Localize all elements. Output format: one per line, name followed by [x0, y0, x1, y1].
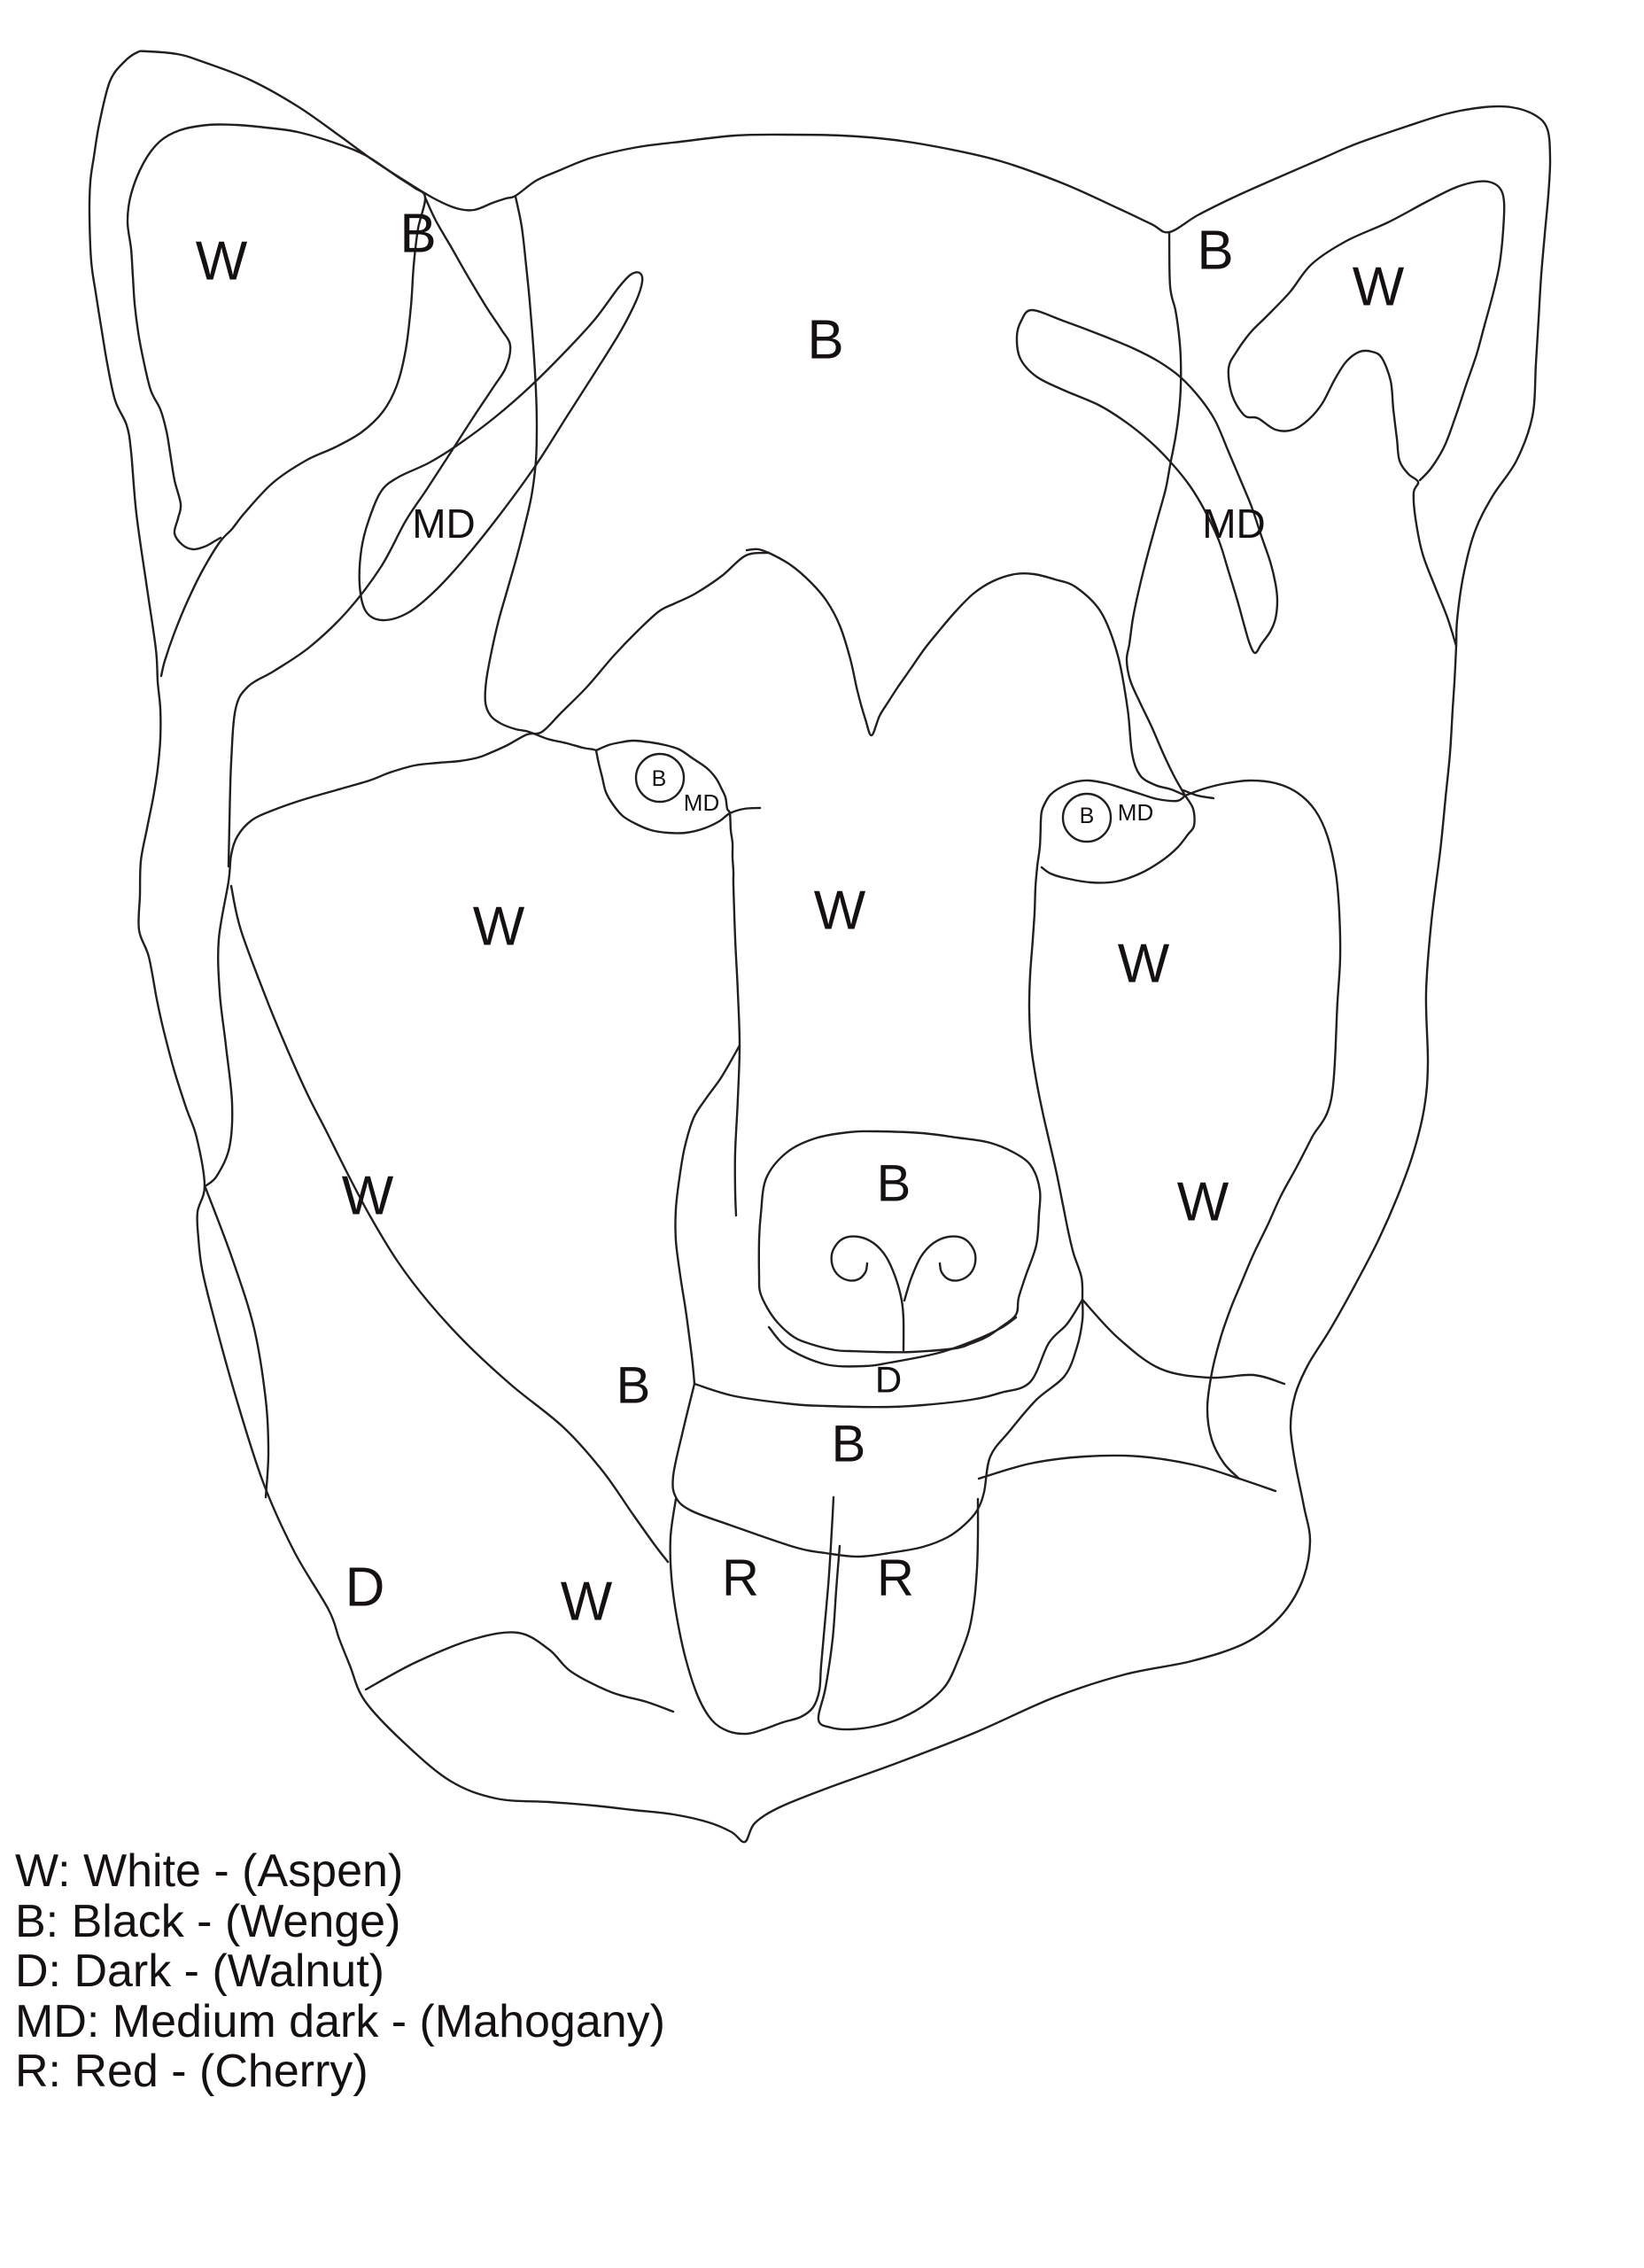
svg-text:W: W — [196, 231, 248, 292]
svg-text:MD: MD — [1202, 501, 1266, 547]
svg-text:MD: Medium dark - (Mahogany): MD: Medium dark - (Mahogany) — [15, 1996, 665, 2047]
svg-text:R: R — [722, 1550, 759, 1607]
svg-text:D: D — [345, 1557, 385, 1619]
svg-text:W: W — [1353, 257, 1405, 318]
svg-text:B: B — [616, 1357, 651, 1415]
svg-text:W: W — [473, 897, 525, 958]
svg-text:D: Dark - (Walnut): D: Dark - (Walnut) — [15, 1946, 384, 1997]
svg-text:B: B — [832, 1416, 866, 1473]
svg-text:B: B — [877, 1155, 911, 1213]
svg-text:B: B — [652, 766, 667, 791]
svg-text:W: W — [814, 881, 866, 942]
svg-text:R: Red - (Cherry): R: Red - (Cherry) — [15, 2046, 368, 2097]
svg-text:B: Black - (Wenge): B: Black - (Wenge) — [15, 1896, 400, 1947]
svg-text:MD: MD — [684, 789, 719, 816]
svg-text:W: W — [1177, 1172, 1229, 1233]
svg-text:W: W — [1118, 934, 1170, 995]
svg-text:MD: MD — [412, 501, 476, 547]
svg-text:B: B — [807, 310, 843, 371]
svg-text:D: D — [875, 1359, 902, 1401]
svg-text:W: W — [561, 1572, 613, 1633]
svg-text:B: B — [1197, 221, 1233, 282]
svg-text:B: B — [1080, 804, 1095, 828]
svg-text:B: B — [399, 204, 436, 265]
svg-text:W: White - (Aspen): W: White - (Aspen) — [15, 1845, 403, 1897]
svg-text:W: W — [342, 1166, 394, 1227]
svg-text:R: R — [877, 1550, 914, 1607]
svg-text:MD: MD — [1118, 799, 1153, 826]
